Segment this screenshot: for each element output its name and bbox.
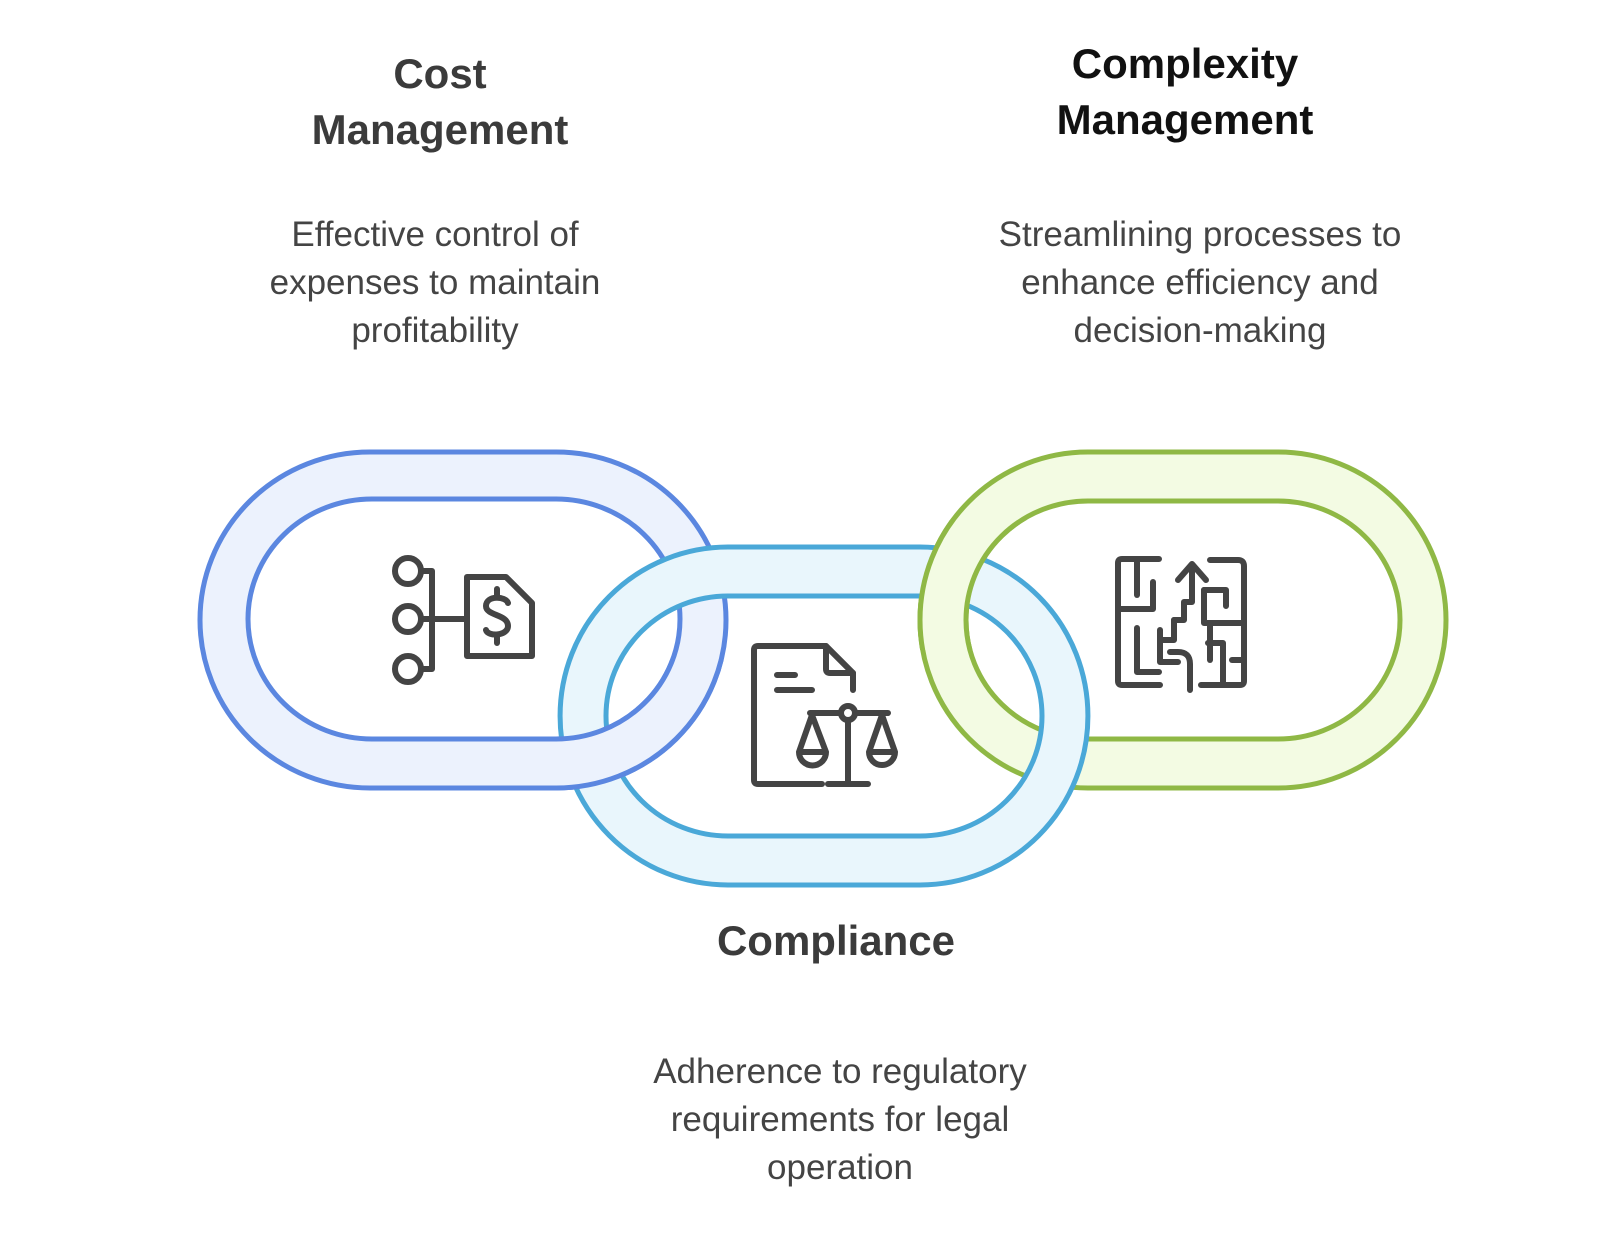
complexity-management-description: Streamlining processes to enhance effici… — [950, 211, 1450, 355]
cost-desc-line3: profitability — [351, 311, 519, 350]
compliance-description: Adherence to regulatory requirements for… — [600, 1048, 1080, 1192]
legal-document-scale-icon — [751, 643, 898, 787]
cost-title-line2: Management — [311, 106, 569, 153]
complexity-ring-overlap-band — [917, 520, 1050, 650]
complexity-desc-line2: enhance efficiency and — [1021, 263, 1379, 302]
cost-title-line1: Cost — [393, 50, 487, 97]
cost-ring-overlap — [540, 660, 724, 791]
cost-desc-line1: Effective control of — [291, 215, 579, 254]
complexity-title-line1: Complexity — [1071, 40, 1299, 87]
maze-arrow-icon — [1115, 556, 1247, 693]
complexity-ring-overlap — [917, 520, 1050, 650]
compliance-desc-line1: Adherence to regulatory — [653, 1052, 1027, 1091]
cost-desc-line2: expenses to maintain — [269, 263, 601, 302]
compliance-desc-line3: operation — [767, 1148, 913, 1187]
cost-management-description: Effective control of expenses to maintai… — [215, 211, 655, 355]
cost-distribution-icon — [392, 555, 535, 685]
compliance-title-line1: Compliance — [716, 917, 956, 964]
complexity-desc-line3: decision-making — [1073, 311, 1327, 350]
cost-ring-overlap-band — [540, 660, 724, 791]
complexity-desc-line1: Streamlining processes to — [998, 215, 1402, 254]
compliance-ring-band — [557, 544, 1091, 888]
complexity-management-title: Complexity Management — [985, 36, 1385, 148]
cost-management-title: Cost Management — [240, 46, 640, 158]
complexity-title-line2: Management — [1056, 96, 1314, 143]
compliance-title: Compliance — [636, 913, 1036, 969]
compliance-desc-line2: requirements for legal — [670, 1100, 1010, 1139]
compliance-ring — [557, 544, 1091, 888]
